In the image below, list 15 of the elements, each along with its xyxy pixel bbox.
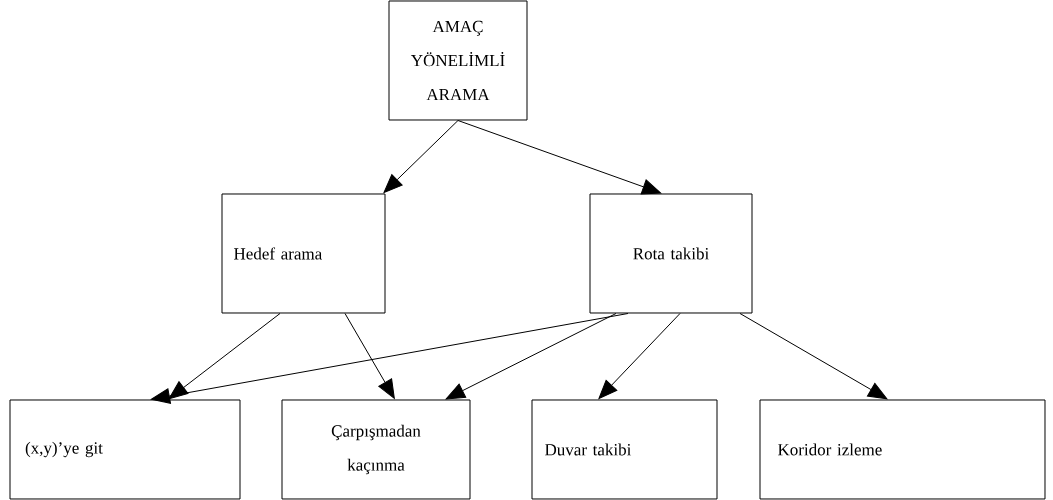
arrow xyxy=(598,313,681,399)
arrow xyxy=(150,313,629,404)
process-box: Rota takibi xyxy=(589,193,753,314)
arrow xyxy=(445,313,617,400)
arrow xyxy=(457,120,662,195)
process-box: AMAÇ YÖNELİMLİ ARAMA xyxy=(388,0,528,121)
process-box: Koridor izleme xyxy=(759,399,1046,500)
process-box: (x,y)’ye git xyxy=(9,399,241,500)
process-box: Duvar takibi xyxy=(531,399,718,500)
process-box: Hedef arama xyxy=(221,193,386,314)
arrow xyxy=(344,313,395,399)
arrow xyxy=(168,313,281,400)
process-box: Çarpışmadan kaçınma xyxy=(281,399,471,500)
arrow xyxy=(739,313,888,400)
arrow xyxy=(383,120,459,194)
